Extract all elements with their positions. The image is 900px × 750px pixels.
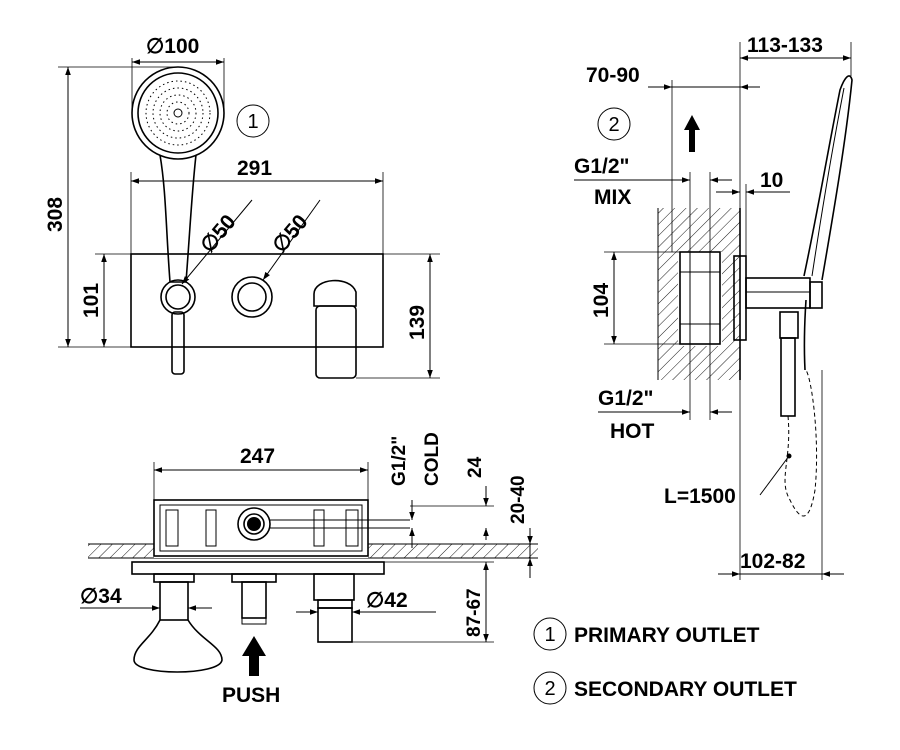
front-view: ∅100 1 291 308 101 139 ∅50 ∅50: [44, 35, 440, 379]
label-mix: MIX: [594, 186, 631, 209]
svg-text:∅100: ∅100: [146, 35, 199, 58]
diameter-symbol: ∅: [146, 35, 164, 58]
dim-inlet-offset: 24: [465, 456, 486, 478]
push-button-top-icon: [231, 573, 277, 625]
side-view: 113-133 70-90 2 G1/2" MIX 10 104: [574, 34, 853, 580]
mixer-lever-top-icon: [313, 573, 355, 643]
dim-height-right: 139: [406, 305, 429, 340]
dim-plate-thickness: 10: [760, 169, 783, 192]
diameter-symbol: ∅: [366, 589, 384, 612]
legend-item-text: PRIMARY OUTLET: [574, 624, 760, 647]
mixer-lever-icon: [313, 279, 357, 379]
callout-1-circle: [236, 104, 270, 138]
svg-text:∅34: ∅34: [80, 585, 122, 608]
label-cold: COLD: [422, 432, 443, 486]
callout-2-circle: [597, 107, 631, 141]
wall-plate: [130, 253, 384, 348]
push-arrow-icon: [242, 636, 266, 676]
hose-dashed-line: [784, 369, 818, 517]
label-hose-length: L=1500: [664, 485, 736, 508]
dim-height-total: 308: [44, 197, 67, 232]
legend: 1 PRIMARY OUTLET 2 SECONDARY OUTLET: [533, 617, 797, 705]
dim-height-left: 101: [80, 283, 103, 318]
side-handshower-icon: [779, 75, 853, 417]
label-cold-thread: G1/2": [389, 436, 410, 486]
diameter-symbol: ∅: [80, 585, 98, 608]
legend-item-number: 1: [544, 624, 555, 646]
hand-shower-icon: [131, 66, 225, 375]
svg-text:∅50: ∅50: [268, 211, 312, 258]
legend-item-number: 2: [544, 678, 555, 700]
label-hot: HOT: [610, 420, 655, 443]
diverter-knob-icon: [231, 276, 273, 318]
svg-text:∅50: ∅50: [196, 211, 240, 258]
diverter-knob-top-icon: [133, 573, 223, 673]
dim-diameter-spout: 42: [384, 589, 407, 612]
svg-text:∅42: ∅42: [366, 589, 408, 612]
dim-spout-projection: 87-67: [464, 588, 485, 637]
label-hot-thread: G1/2": [598, 387, 653, 410]
up-arrow-icon: [684, 115, 700, 152]
dim-diameter-handshower: 100: [164, 35, 199, 58]
dim-wall-depth: 70-90: [586, 64, 640, 87]
legend-item-primary: 1 PRIMARY OUTLET: [533, 617, 760, 651]
top-view: 247 G1/2" COLD 24 20-40 87-67 ∅34 ∅42: [80, 432, 538, 707]
dim-bottom-projection: 102-82: [740, 550, 805, 573]
callout-1-label: 1: [247, 111, 258, 133]
label-mix-thread: G1/2": [574, 155, 629, 178]
legend-item-text: SECONDARY OUTLET: [574, 678, 797, 701]
dim-recess-depth: 20-40: [508, 475, 529, 524]
dim-projection: 113-133: [747, 34, 823, 57]
dim-width-plate: 291: [237, 157, 272, 180]
label-push: PUSH: [222, 684, 280, 707]
callout-2-label: 2: [608, 114, 619, 136]
dim-diameter-diverter: 34: [98, 585, 122, 608]
dim-width-box: 247: [240, 445, 275, 468]
legend-item-secondary: 2 SECONDARY OUTLET: [533, 671, 797, 705]
cold-inlet-icon: [237, 507, 271, 541]
dim-body-height: 104: [590, 283, 613, 318]
